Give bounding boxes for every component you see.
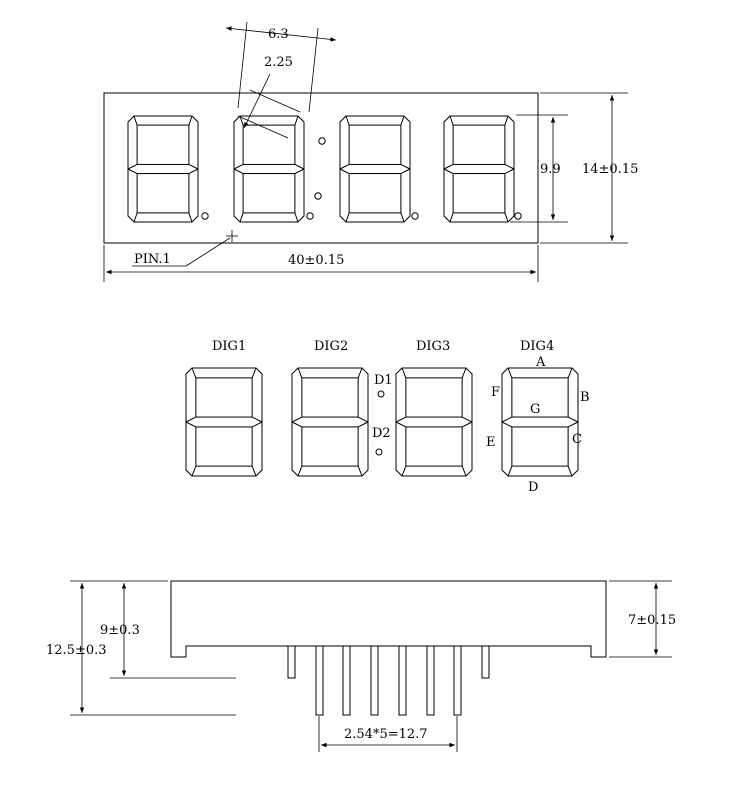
top-digit-3 (339, 115, 411, 223)
digit-label-3: DIG3 (416, 339, 450, 354)
pin1-label: PIN.1 (134, 252, 171, 267)
schematic-digits (185, 367, 579, 477)
side-pin-3 (342, 645, 351, 716)
segment-label-c: C (572, 432, 582, 447)
dim-body-height-label: 14±0.15 (582, 162, 638, 177)
schematic-digit-3 (395, 367, 473, 477)
digit-lower-window (348, 173, 402, 214)
schematic-digit-2 (291, 367, 369, 477)
dim-total-height: 12.5±0.3 (46, 583, 107, 713)
dim-segment-width-label: 2.25 (264, 55, 293, 70)
side-pin-6 (426, 645, 435, 716)
segment-label-g: G (530, 402, 540, 417)
dim-body-width-label: 40±0.15 (288, 253, 344, 268)
segment-label-e: E (486, 435, 496, 450)
dim-total-height-label: 12.5±0.3 (46, 643, 107, 658)
segment-label-d: D (528, 480, 538, 495)
dim-body-depth: 7±0.15 (609, 580, 676, 658)
digit-lower-window (301, 426, 359, 467)
digit-lower-window (511, 426, 569, 467)
digit-outline (291, 367, 369, 477)
digit-lower-window (452, 173, 506, 214)
side-pin-2 (315, 645, 324, 716)
side-pin-4 (370, 645, 379, 716)
digit-outline (443, 115, 515, 223)
side-pin-7 (453, 645, 462, 716)
dim-segment-width: 2.25 (237, 55, 301, 139)
digit-outline (185, 367, 263, 477)
digit-upper-window (136, 124, 190, 165)
dim-body-width: 40±0.15 (103, 245, 539, 282)
segment-label-f: F (491, 385, 500, 400)
pin1-marker: PIN.1 (132, 230, 238, 267)
digit-label-4: DIG4 (520, 339, 554, 354)
dim-body-height: 14±0.15 (540, 92, 638, 244)
digit-label-2: DIG2 (314, 339, 348, 354)
digit-lower-window (195, 426, 253, 467)
top-view: PIN.1 6.3 2.25 9.9 14±0.15 (103, 21, 638, 282)
digit-upper-window (405, 377, 463, 418)
digit-lower-window (136, 173, 190, 214)
top-view-dots (201, 137, 522, 220)
schematic-digit-4 (501, 367, 579, 477)
side-pin-1 (287, 645, 296, 679)
side-view: 12.5±0.3 9±0.3 7±0.15 2.54*5=12.7 (46, 580, 676, 752)
digit-outline (233, 115, 305, 223)
top-digit-1 (127, 115, 199, 223)
top-dot-2 (306, 212, 314, 220)
top-digit-2 (233, 115, 305, 223)
side-pin-8 (481, 645, 490, 679)
segment-label-b: B (580, 390, 590, 405)
digit-outline (127, 115, 199, 223)
digit-outline (395, 367, 473, 477)
dim-body-depth-label: 7±0.15 (628, 613, 676, 628)
digit-upper-window (452, 124, 506, 165)
top-dot-1 (201, 212, 209, 220)
top-dot-6 (314, 192, 322, 200)
top-digit-4 (443, 115, 515, 223)
dim-pin-length-label: 9±0.3 (100, 623, 140, 638)
side-view-pins (287, 645, 490, 716)
digit-outline (501, 367, 579, 477)
top-dot-4 (514, 212, 522, 220)
dim-pin-pitch: 2.54*5=12.7 (318, 716, 458, 752)
digit-label-1: DIG1 (212, 339, 246, 354)
side-pin-5 (398, 645, 407, 716)
digit-lower-window (242, 173, 296, 214)
top-view-digits (127, 115, 515, 223)
dim-pin-pitch-label: 2.54*5=12.7 (344, 727, 428, 742)
display-body-outline (103, 92, 539, 244)
colon-dot-d1 (377, 390, 385, 398)
side-body-outline (170, 580, 607, 658)
digit-lower-window (405, 426, 463, 467)
dot-label-d1: D1 (374, 373, 393, 388)
segment-label-a: A (535, 355, 546, 370)
schematic-view: DIG1 DIG2 DIG3 DIG4 D1 D2 A B C D E F G (185, 339, 590, 495)
digit-outline (339, 115, 411, 223)
top-dot-5 (318, 137, 326, 145)
dim-digit-pitch: 6.3 (225, 21, 337, 113)
colon-dot-d2 (375, 448, 383, 456)
digit-upper-window (348, 124, 402, 165)
dim-digit-height: 9.9 (510, 114, 568, 223)
digit-upper-window (195, 377, 253, 418)
dim-pin-length: 9±0.3 (100, 583, 140, 676)
digit-upper-window (301, 377, 359, 418)
dim-digit-pitch-label: 6.3 (268, 27, 289, 42)
digit-upper-window (242, 124, 296, 165)
dim-digit-height-label: 9.9 (540, 162, 561, 177)
digit-upper-window (511, 377, 569, 418)
schematic-digit-1 (185, 367, 263, 477)
dot-label-d2: D2 (372, 426, 391, 441)
top-dot-3 (411, 212, 419, 220)
